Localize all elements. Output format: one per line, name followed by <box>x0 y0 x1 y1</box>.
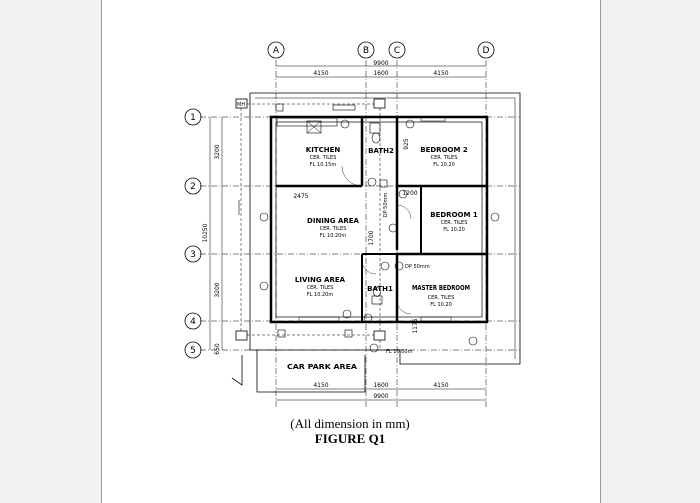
dim-2475: 2475 <box>293 193 308 200</box>
grid-label-c: C <box>394 46 400 56</box>
grid-label-a: A <box>273 46 280 56</box>
dim-1700: 1700 <box>368 230 375 245</box>
dim-top-bc: 1600 <box>373 70 388 77</box>
grid-label-1: 1 <box>190 113 196 123</box>
grid-bubble-d <box>477 41 495 59</box>
dim-bottom-ab: 4150 <box>313 382 328 389</box>
room-dining-level: FL 10.20m <box>320 233 347 239</box>
annotation-mh: MH <box>237 102 245 108</box>
room-bedroom2-level: FL 10.20 <box>433 162 455 168</box>
grid-bubble-2 <box>184 177 202 195</box>
dim-left-total: 10250 <box>202 223 209 242</box>
room-master-name: MASTER BEDROOM <box>412 284 470 292</box>
room-master-finish: CER. TILES <box>428 295 455 301</box>
grid-label-b: B <box>363 46 369 56</box>
dim-left-34: 3200 <box>214 282 221 297</box>
room-living-name: LIVING AREA <box>295 276 346 284</box>
room-bedroom1-finish: CER. TILES <box>441 220 468 226</box>
room-master-level: FL 10.20 <box>430 302 452 308</box>
dim-top-ab: 4150 <box>313 70 328 77</box>
grid-bubble-c <box>388 41 406 59</box>
room-kitchen-level: FL 10.15m <box>310 162 337 168</box>
room-carpark-name: CAR PARK AREA <box>287 363 358 371</box>
grid-bubble-3 <box>184 245 202 263</box>
dim-top-cd: 4150 <box>433 70 448 77</box>
room-bedroom1-name: BEDROOM 1 <box>430 211 478 219</box>
document-page <box>101 0 601 503</box>
room-living-level: FL 10.20m <box>307 292 334 298</box>
room-bath2-name: BATH2 <box>368 147 394 155</box>
room-living-finish: CER. TILES <box>307 285 334 291</box>
dim-925: 925 <box>403 138 410 150</box>
grid-bubble-5 <box>184 341 202 359</box>
room-kitchen-finish: CER. TILES <box>310 155 337 161</box>
grid-label-4: 4 <box>190 317 196 327</box>
grid-bubble-4 <box>184 312 202 330</box>
dim-left-45: 650 <box>214 343 221 355</box>
room-bedroom1-level: FL 10.20 <box>443 227 465 233</box>
dim-1200: 1200 <box>402 190 417 197</box>
caption-figure: FIGURE Q1 <box>314 431 386 446</box>
grid-bubble-b <box>357 41 375 59</box>
room-bedroom2-name: BEDROOM 2 <box>420 146 468 154</box>
dim-bottom-cd: 4150 <box>433 382 448 389</box>
dim-bottom-bc: 1600 <box>373 382 388 389</box>
annotation-dp-1: DP 50mm <box>383 193 389 218</box>
room-bedroom2-finish: CER. TILES <box>431 155 458 161</box>
room-bath1-name: BATH1 <box>367 285 393 293</box>
grid-label-3: 3 <box>190 250 196 260</box>
grid-label-5: 5 <box>190 346 196 356</box>
grid-label-d: D <box>483 46 490 56</box>
dim-bottom-total: 9900 <box>373 393 388 400</box>
room-dining-name: DINING AREA <box>307 217 360 225</box>
room-kitchen-name: KITCHEN <box>306 146 341 154</box>
grid-bubble-a <box>267 41 285 59</box>
dim-top-total: 9900 <box>373 60 388 67</box>
grid-label-2: 2 <box>190 182 196 192</box>
grid-bubble-1 <box>184 108 202 126</box>
annotation-fl-outside: FL 10.00m <box>386 349 413 355</box>
dim-1175: 1175 <box>412 318 419 333</box>
annotation-dp-2: DP 50mm <box>405 264 430 270</box>
room-dining-finish: CER. TILES <box>320 226 347 232</box>
dim-left-12: 3200 <box>214 144 221 159</box>
caption-note: (All dimension in mm) <box>290 416 410 431</box>
